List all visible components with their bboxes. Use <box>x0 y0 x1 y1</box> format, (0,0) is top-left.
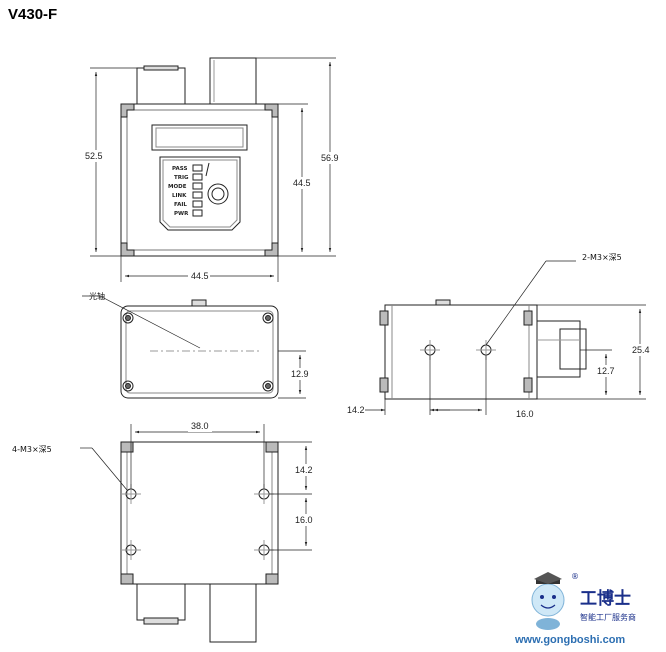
led-panel <box>159 156 241 231</box>
led-label: PWR <box>174 211 189 217</box>
dim-side-offset: 12.7 <box>597 366 615 376</box>
bottom-view <box>120 441 279 643</box>
top-body <box>120 305 279 399</box>
dim-bottom-spacing: 16.0 <box>295 515 313 525</box>
side-holes-label: 2-M3×深5 <box>582 253 622 262</box>
drawing-title: V430-F <box>8 6 58 23</box>
dim-side-spacing: 16.0 <box>516 409 534 419</box>
watermark-url: www.gongboshi.com <box>514 634 625 646</box>
dim-front-inner-height: 44.5 <box>293 178 311 188</box>
dim-front-width: 44.5 <box>191 271 209 281</box>
dim-front-height: 52.5 <box>85 151 103 161</box>
dim-bottom-width: 38.0 <box>191 421 209 431</box>
optical-axis-label: 光轴 <box>89 291 105 301</box>
side-connector <box>536 320 581 378</box>
trigger-button <box>207 183 229 205</box>
dim-bottom-offset: 14.2 <box>295 465 313 475</box>
dim-side-left: 14.2 <box>347 405 365 415</box>
front-body <box>120 103 279 257</box>
registered-mark: ® <box>571 572 579 581</box>
front-view <box>120 57 279 257</box>
top-connector-right <box>209 57 257 105</box>
top-connector-left <box>136 67 186 105</box>
watermark-brand: 工博士 <box>580 588 631 609</box>
led-label: LINK <box>172 193 187 199</box>
led-label: MODE <box>168 184 187 190</box>
led-label: TRIG <box>174 175 189 181</box>
watermark-logo <box>531 572 565 630</box>
bottom-holes-label: 4-M3×深5 <box>12 445 52 454</box>
top-view <box>120 299 279 399</box>
dim-side-height: 25.4 <box>632 345 650 355</box>
led-labels: PASS TRIG MODE LINK FAIL PWR <box>168 166 189 217</box>
watermark-slogan: 智能工厂服务商 <box>580 612 636 622</box>
side-view <box>379 299 587 400</box>
dim-top-offset: 12.9 <box>291 369 309 379</box>
led-label: PASS <box>172 166 187 172</box>
dim-front-total-height: 56.9 <box>321 153 339 163</box>
side-dimension-lines <box>365 260 646 415</box>
display-window <box>151 124 248 151</box>
led-label: FAIL <box>174 202 187 208</box>
side-body <box>384 304 538 400</box>
bottom-body <box>120 441 279 585</box>
